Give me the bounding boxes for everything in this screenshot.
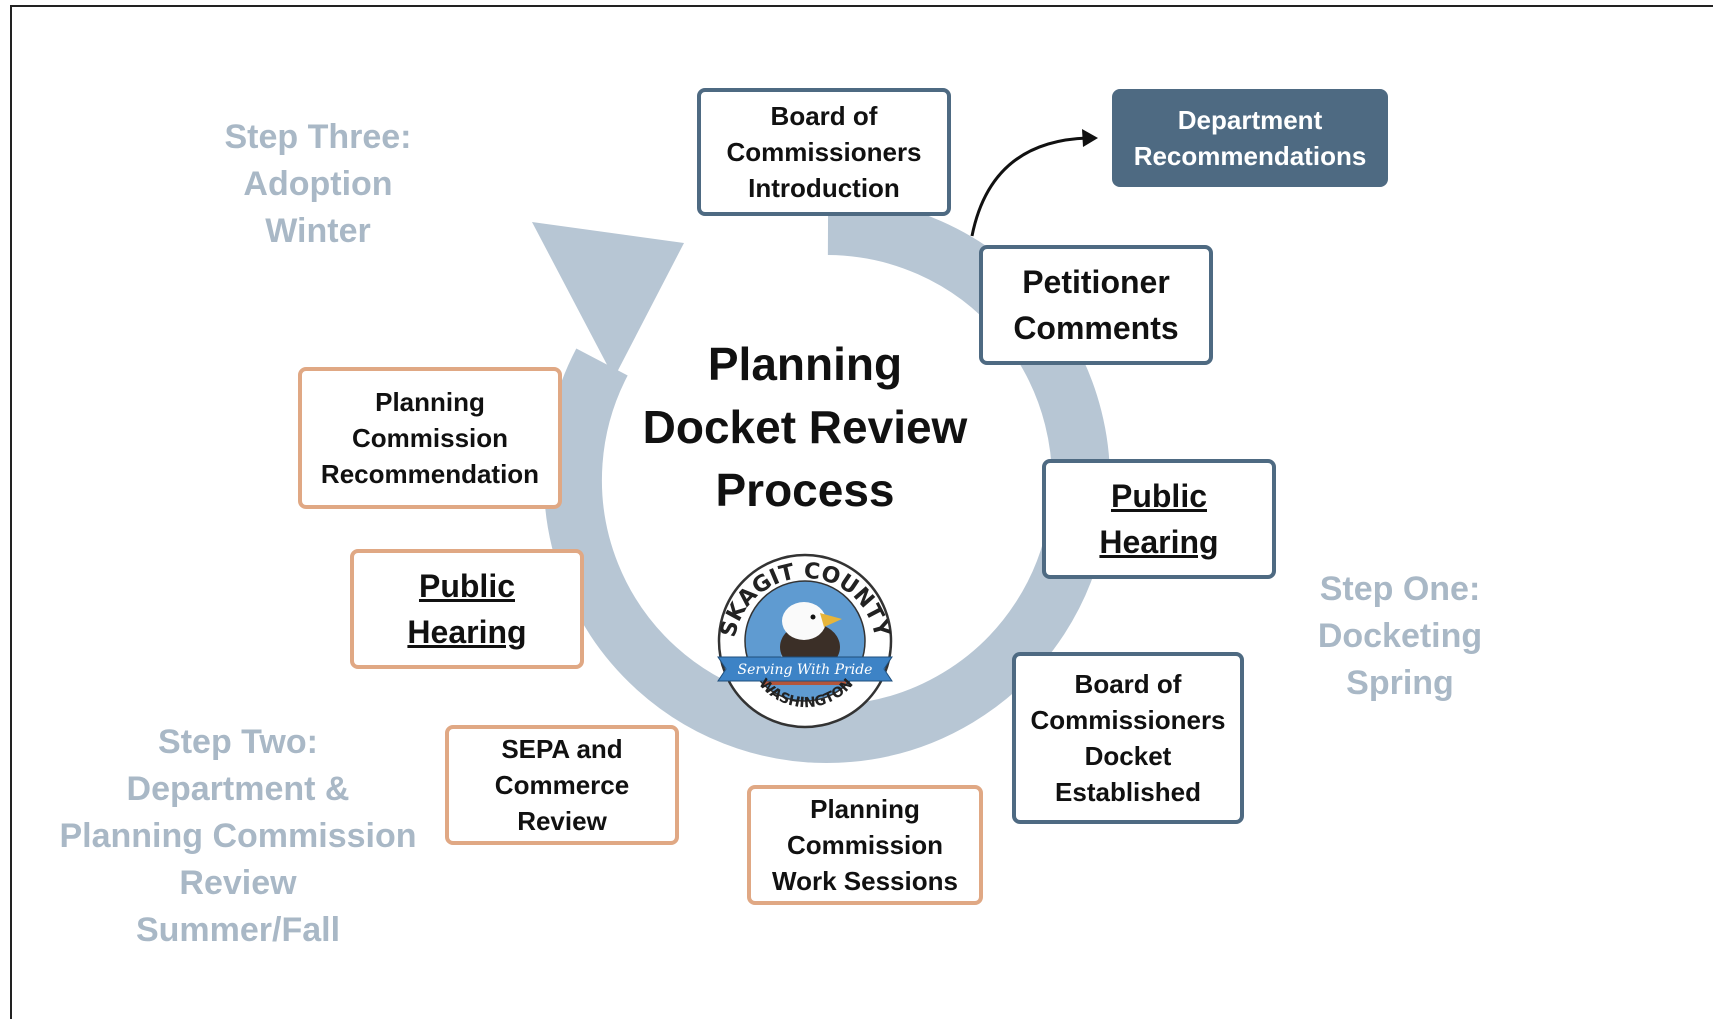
planning-commission-work-sessions-box: Planning Commission Work Sessions — [747, 785, 983, 905]
box-line: Comments — [1013, 310, 1179, 346]
box-line: Hearing — [407, 614, 527, 650]
step-two-line-2: Department & — [126, 770, 350, 808]
box-line: Commerce — [494, 770, 630, 800]
box-line: Established — [1055, 777, 1201, 807]
box-line: Board of — [770, 101, 878, 131]
box-line: Commissioners — [726, 137, 922, 167]
step-one-line-3: Spring — [1346, 664, 1454, 702]
box-line: Planning — [375, 387, 485, 417]
step-three-line-1: Step Three: — [224, 118, 412, 156]
box-line: Petitioner — [1022, 264, 1170, 300]
title-line-3: Process — [715, 464, 895, 516]
step-two-line-4: Review — [179, 864, 297, 902]
step-three-line-2: Adoption — [243, 165, 393, 203]
box-line: Public — [418, 568, 515, 604]
title-line-1: Planning — [707, 338, 903, 390]
box-line: Recommendations — [1133, 141, 1367, 171]
diagram-title: Planning Docket Review Process — [620, 333, 990, 522]
box-line: Commissioners — [1030, 705, 1226, 735]
step-one-line-1: Step One: — [1319, 570, 1481, 608]
public-hearing-step-two-box: Public Hearing — [350, 549, 584, 669]
petitioner-comments-box: Petitioner Comments — [979, 245, 1213, 365]
seal-banner-text: Serving With Pride — [738, 662, 873, 678]
step-two-label: Step Two: Department & Planning Commissi… — [48, 719, 428, 954]
box-line: Public — [1110, 478, 1207, 514]
box-line: Review — [517, 806, 607, 836]
sepa-and-commerce-review-box: SEPA and Commerce Review — [445, 725, 679, 845]
box-line: Commission — [351, 423, 509, 453]
step-one-line-2: Docketing — [1317, 617, 1483, 655]
box-line: Work Sessions — [772, 866, 958, 896]
box-line: Hearing — [1099, 524, 1219, 560]
step-two-line-5: Summer/Fall — [135, 911, 341, 949]
planning-commission-recommendation-box: Planning Commission Recommendation — [298, 367, 562, 509]
skagit-county-seal-logo: SKAGIT COUNTY Serving With Pride WASHING… — [716, 553, 894, 729]
step-one-label: Step One: Docketing Spring — [1290, 566, 1510, 707]
step-three-line-3: Winter — [265, 212, 371, 250]
step-three-label: Step Three: Adoption Winter — [188, 114, 448, 255]
box-line: Planning — [810, 794, 920, 824]
board-of-commissioners-docket-established-box: Board of Commissioners Docket Establishe… — [1012, 652, 1244, 824]
box-line: Recommendation — [320, 459, 540, 489]
box-line: Docket — [1084, 741, 1172, 771]
department-recommendations-box: Department Recommendations — [1112, 89, 1388, 187]
title-line-2: Docket Review — [642, 401, 968, 453]
box-line: Board of — [1074, 669, 1182, 699]
box-line: SEPA and — [501, 734, 623, 764]
box-line: Introduction — [748, 173, 900, 203]
step-two-line-3: Planning Commission — [59, 817, 417, 855]
recommendation-arrow — [970, 136, 1089, 237]
box-line: Department — [1177, 105, 1323, 135]
recommendation-arrowhead — [1082, 129, 1098, 147]
diagram-frame — [10, 5, 1713, 1019]
cycle-arrowhead — [532, 222, 684, 378]
box-line: Commission — [786, 830, 944, 860]
step-two-line-1: Step Two: — [158, 723, 318, 761]
board-of-commissioners-introduction-box: Board of Commissioners Introduction — [697, 88, 951, 216]
public-hearing-step-one-box: Public Hearing — [1042, 459, 1276, 579]
